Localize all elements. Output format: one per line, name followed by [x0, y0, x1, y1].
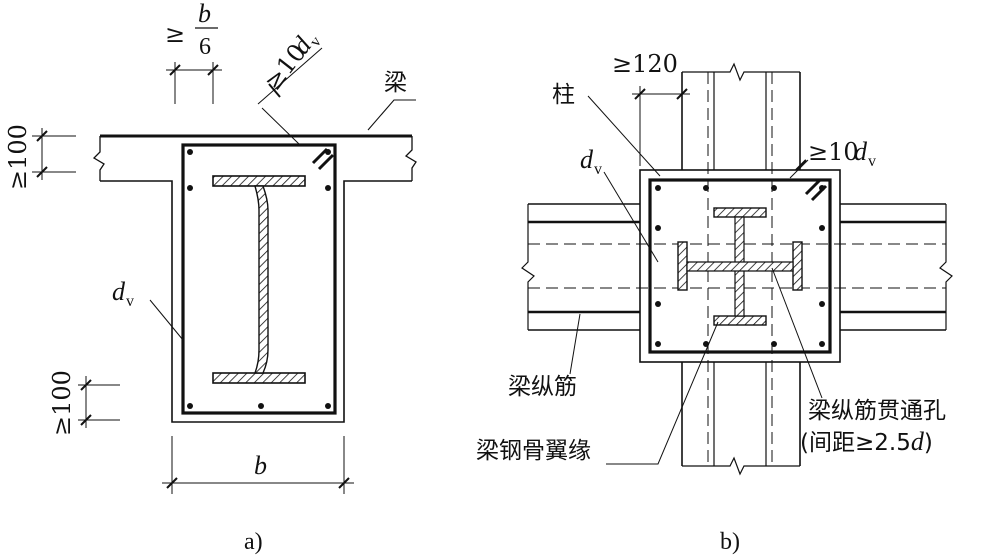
- joint-stirrup: [648, 178, 832, 354]
- beam-label: 梁: [384, 70, 407, 96]
- cross-horizontal-web: [686, 261, 794, 272]
- column-steel-dashed: [707, 72, 773, 466]
- cross-right-flange: [792, 241, 803, 291]
- stirrup-dia-sub: v: [126, 293, 134, 310]
- beam-break-left: [521, 204, 535, 330]
- cross-top-flange: [713, 207, 767, 218]
- steel-bottom-flange: [212, 372, 306, 384]
- hole-spacing: (间距≥2.5d): [800, 427, 933, 456]
- column-break-top: [682, 62, 800, 82]
- beam-outline: [100, 180, 412, 423]
- joint-stirrup-d: d: [580, 145, 594, 174]
- hole-label: 梁纵筋贯通孔: [808, 398, 946, 424]
- steel-web: [254, 185, 269, 374]
- figure-a-beam-section: [32, 27, 417, 494]
- beam-outline-b: [528, 203, 946, 331]
- bottom-cover-dim: ≥100: [48, 370, 76, 436]
- column-label: 柱: [552, 82, 575, 108]
- min-b6-prefix: ≥: [165, 20, 185, 48]
- cross-bottom-flange: [713, 315, 767, 326]
- figure-b-joint: [521, 62, 953, 476]
- steel-top-flange: [212, 175, 306, 187]
- width-label: b: [254, 451, 267, 480]
- caption-b: b): [720, 529, 740, 555]
- flange-label: 梁钢骨翼缘: [476, 438, 591, 464]
- joint-stirrup-sub: v: [594, 161, 602, 178]
- cross-left-flange: [677, 241, 688, 291]
- column-inner-bars: [713, 72, 767, 466]
- stirrup-hook: [311, 147, 335, 171]
- joint-anchor-prefix: ≥10: [808, 138, 859, 166]
- beam-long-bar-label: 梁纵筋: [508, 374, 577, 400]
- dim-120: ≥120: [612, 50, 678, 78]
- slab-break-left: [92, 136, 105, 181]
- slab-break-right: [404, 136, 417, 181]
- joint-anchor-sub: v: [868, 153, 876, 170]
- figure-a-labels: ≥ b 6 ≥10 d v 梁 ≥100 ≥100 d v b a): [4, 0, 407, 555]
- beam-break-right: [939, 204, 953, 330]
- column-break-bottom: [682, 456, 800, 476]
- caption-a: a): [244, 529, 263, 555]
- corner-rebars: [187, 149, 331, 409]
- joint-rebars: [655, 185, 825, 347]
- stirrup-dia-d: d: [112, 277, 126, 306]
- beam-bars: [528, 220, 946, 314]
- figure-b-labels: ≥120 柱 d v ≥10 d v 梁纵筋 梁钢骨翼缘 梁纵筋贯通孔 (间距≥…: [476, 50, 946, 555]
- min-b6-numerator: b: [198, 0, 211, 28]
- joint-anchor-d: d: [854, 137, 868, 166]
- top-cover-dim: ≥100: [4, 124, 32, 190]
- min-b6-denominator: 6: [199, 34, 211, 60]
- stirrup: [181, 143, 337, 415]
- joint-outline: [639, 169, 841, 363]
